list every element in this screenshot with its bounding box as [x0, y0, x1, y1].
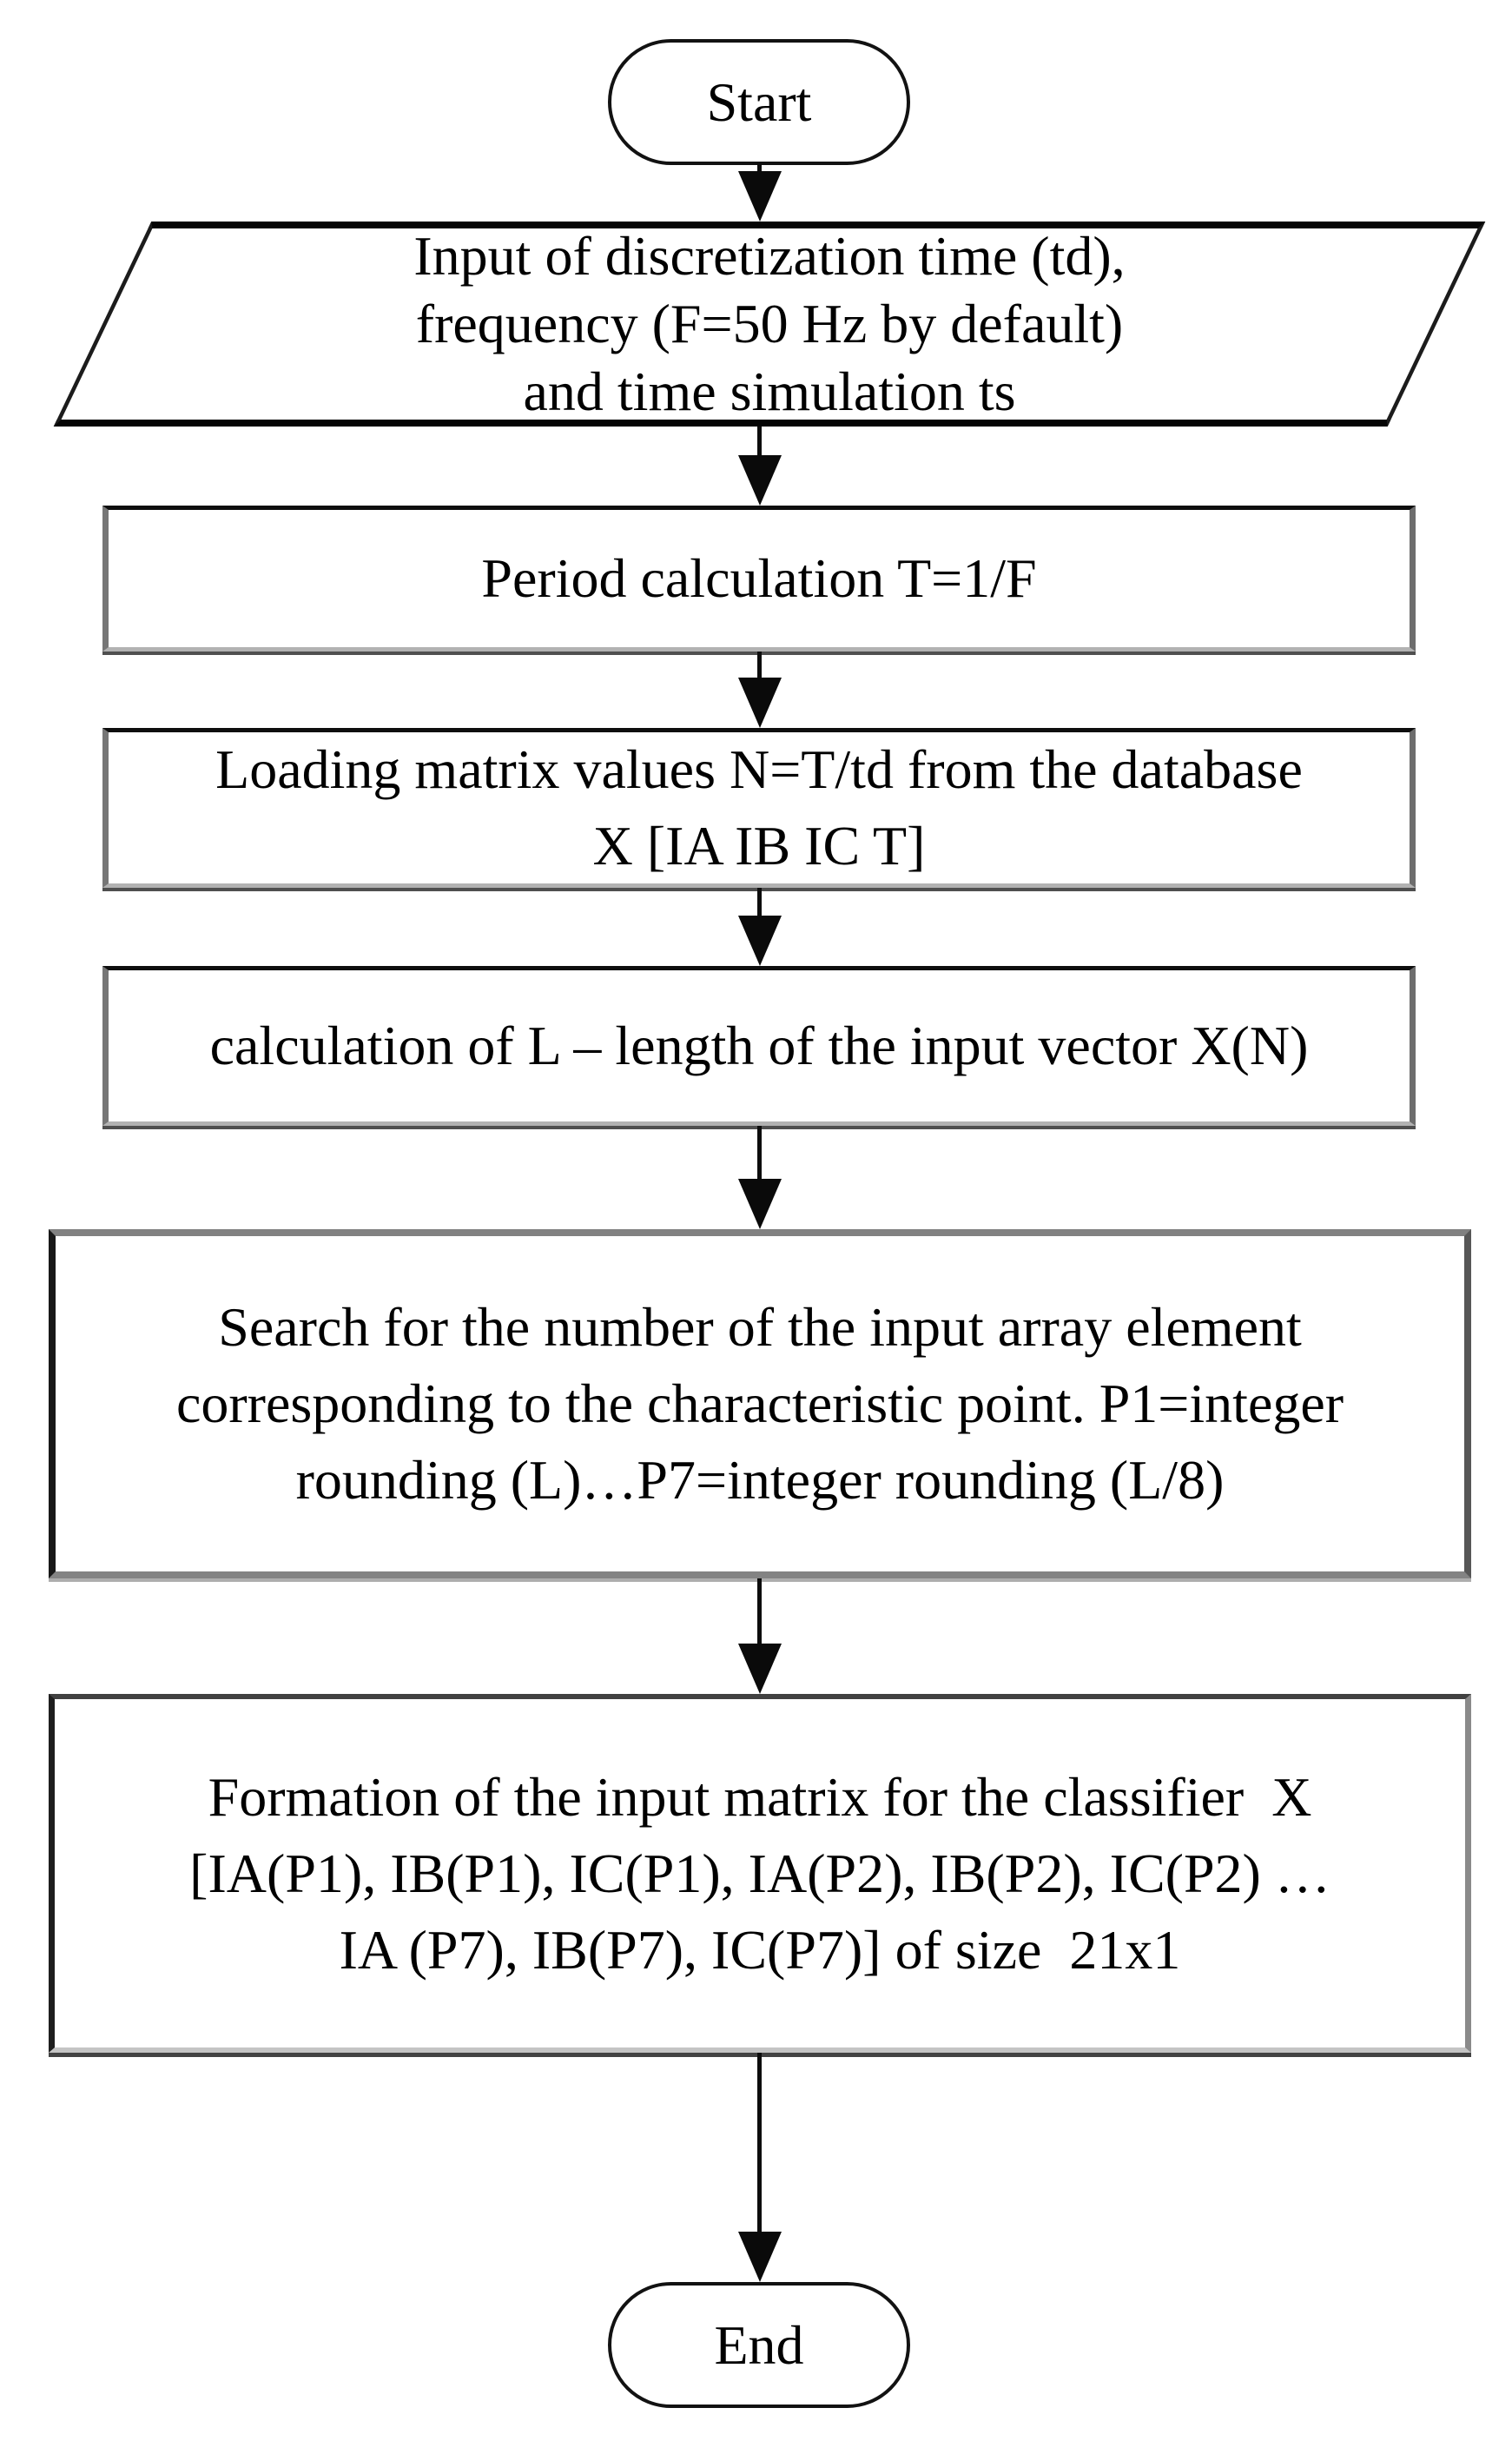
process-box-search: Search for the number of the input array…	[49, 1229, 1471, 1578]
node-text-line: [IA(P1), IB(P1), IC(P1), IA(P2), IB(P2),…	[189, 1842, 1330, 1904]
input-parallelogram-text: Input of discretization time (td), frequ…	[102, 222, 1436, 427]
process-box-formation: Formation of the input matrix for the cl…	[49, 1694, 1471, 2053]
node-text-line: Loading matrix values N=T/td from the da…	[215, 738, 1303, 800]
node-text-line: Period calculation T=1/F	[481, 547, 1037, 609]
flow-arrow-line	[757, 1578, 762, 1648]
node-text-line: Formation of the input matrix for the cl…	[208, 1765, 1312, 1828]
arrow-head-icon	[738, 455, 782, 506]
arrow-head-icon	[738, 916, 782, 966]
arrow-head-icon	[738, 2232, 782, 2282]
node-text-line: rounding (L)…P7=integer rounding (L/8)	[295, 1449, 1225, 1511]
node-text-line: Input of discretization time (td),	[413, 225, 1126, 287]
process-box-length: calculation of L – length of the input v…	[102, 966, 1416, 1126]
node-text-line: X [IA IB IC T]	[592, 815, 926, 877]
node-text-line: calculation of L – length of the input v…	[209, 1015, 1309, 1076]
node-text-line: and time simulation ts	[523, 361, 1016, 422]
arrow-head-icon	[738, 1179, 782, 1229]
flow-arrow-line	[757, 163, 762, 175]
start-label: Start	[706, 70, 812, 133]
flow-arrow-line	[757, 652, 762, 682]
node-text-line: frequency (F=50 Hz by default)	[415, 293, 1124, 354]
arrow-head-icon	[738, 171, 782, 222]
node-text-line: corresponding to the characteristic poin…	[175, 1373, 1344, 1434]
flow-arrow-line	[757, 427, 762, 460]
flow-arrow-line	[757, 888, 762, 920]
arrow-head-icon	[738, 1644, 782, 1694]
flow-arrow-line	[757, 2053, 762, 2236]
flow-arrow-line	[757, 1126, 762, 1183]
node-text-line: IA (P7), IB(P7), IC(P7)] of size 21x1	[339, 1918, 1181, 1981]
end-label: End	[714, 2313, 804, 2376]
process-box-period: Period calculation T=1/F	[102, 506, 1416, 652]
process-box-loading: Loading matrix values N=T/td from the da…	[102, 728, 1416, 888]
end-terminator: End	[608, 2282, 910, 2408]
node-text-line: Search for the number of the input array…	[218, 1296, 1302, 1358]
start-terminator: Start	[608, 39, 910, 165]
arrow-head-icon	[738, 678, 782, 728]
